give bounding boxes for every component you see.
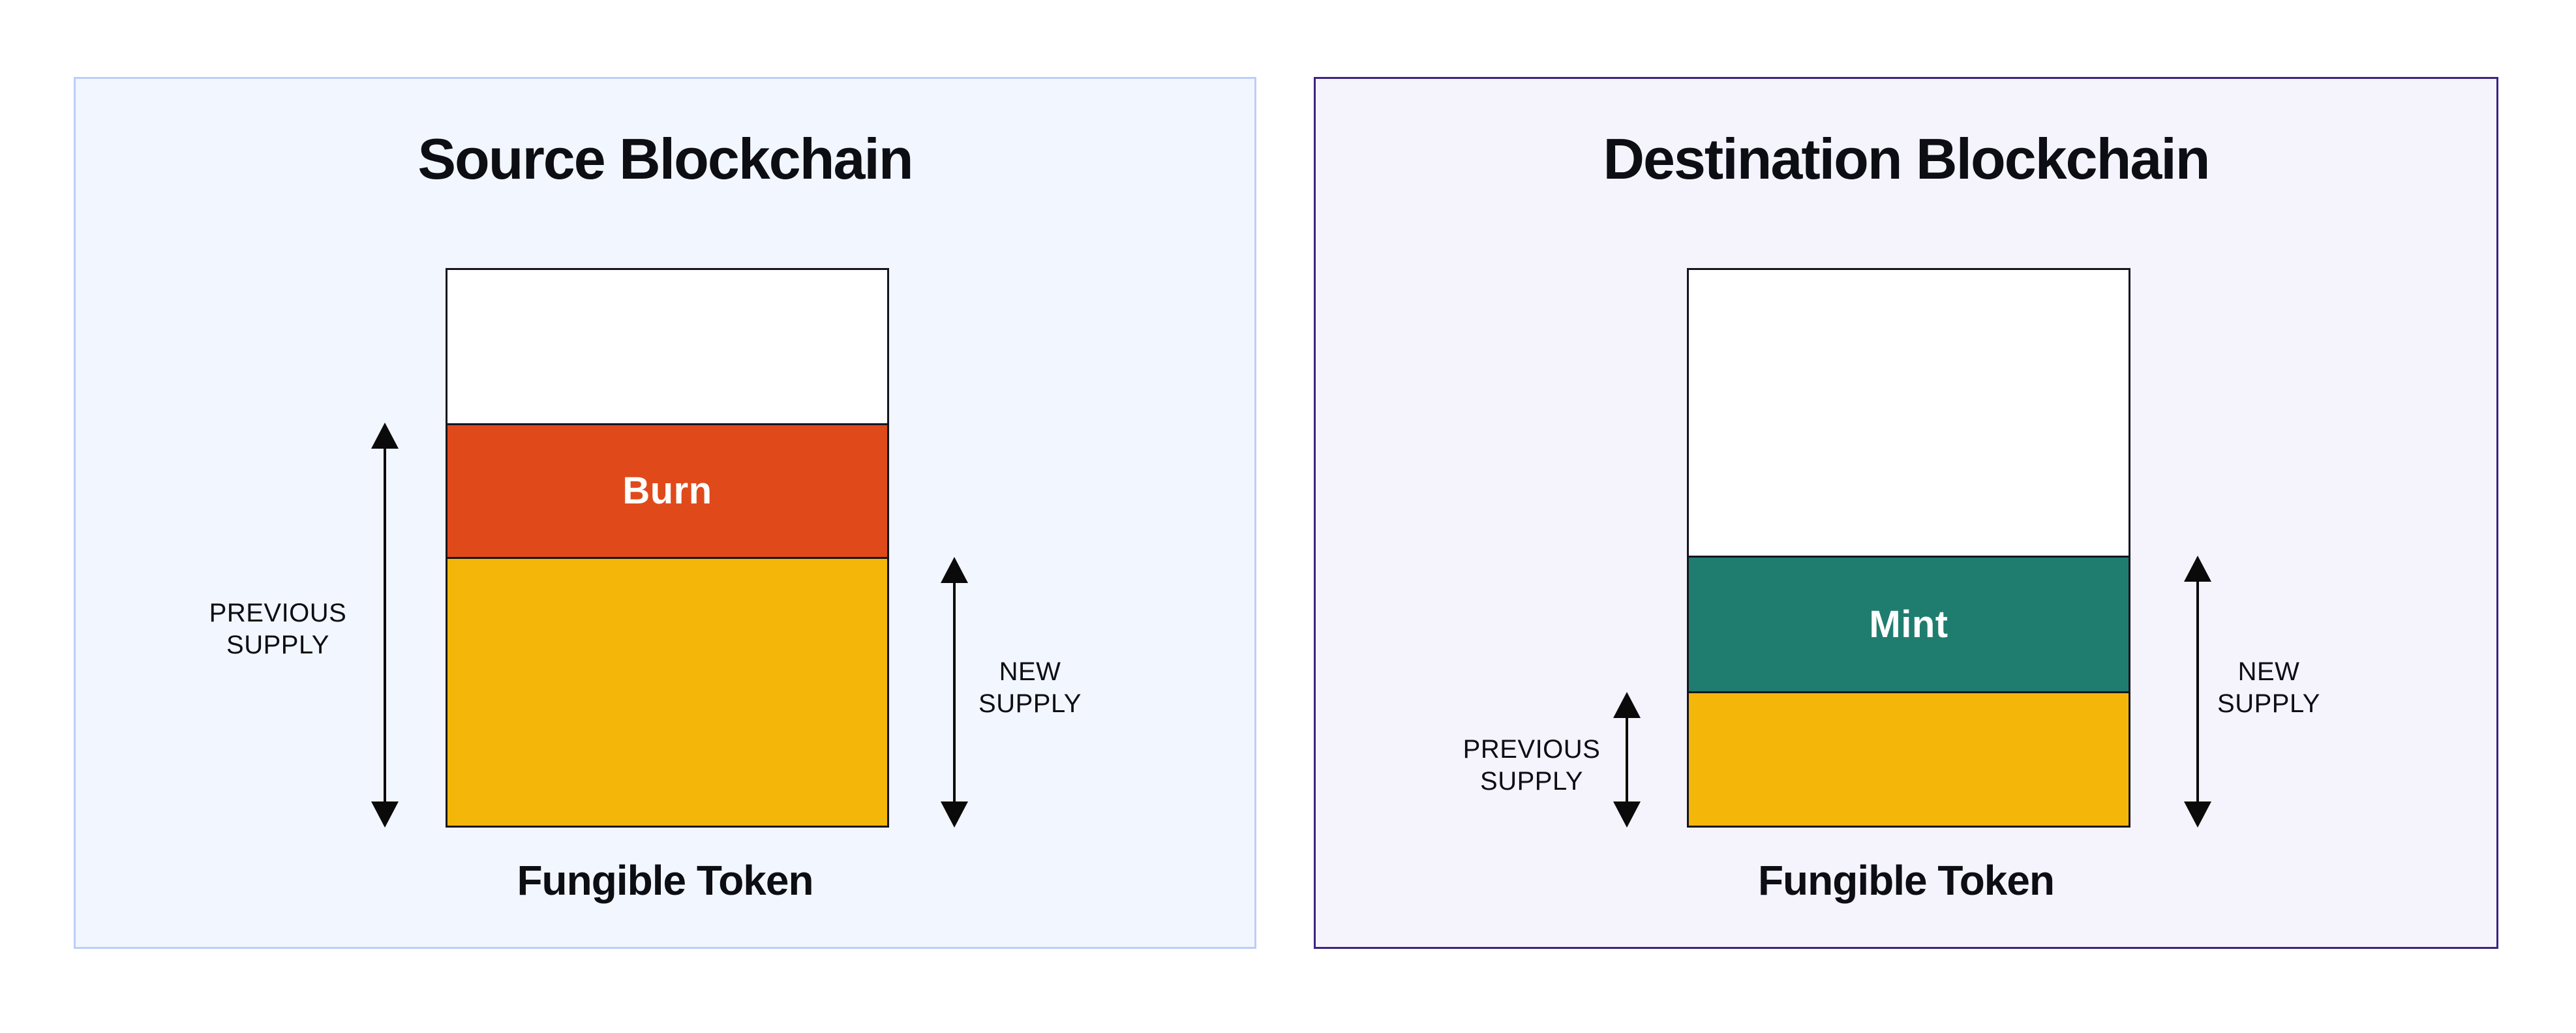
arrow-shaft [384,449,386,801]
destination-previous-supply-segment [1689,691,2129,826]
source-panel-title: Source Blockchain [417,127,913,191]
destination-new-supply-arrow [2183,556,2212,828]
new-supply-label-line2: SUPPLY [2217,689,2320,718]
new-supply-label-line1: NEW [2237,657,2300,686]
new-supply-label-line2: SUPPLY [978,689,1082,718]
destination-unallocated-segment [1689,270,2129,556]
arrow-shaft [1626,718,1628,801]
arrow-down-head-icon [941,801,968,828]
arrow-shaft [953,583,956,801]
arrow-up-head-icon [941,557,968,583]
destination-previous-supply-arrow [1613,692,1641,828]
previous-supply-label-line2: SUPPLY [1480,767,1583,796]
source-remaining-supply-segment [447,556,887,826]
destination-token-supply-bar: Mint [1687,268,2130,828]
destination-new-supply-label: NEW SUPPLY [2171,656,2367,720]
arrow-up-head-icon [2184,556,2211,582]
source-unallocated-segment [447,270,887,424]
source-token-supply-bar: Burn [446,268,889,828]
source-new-supply-label: NEW SUPPLY [932,656,1128,720]
previous-supply-label-line1: PREVIOUS [209,599,347,627]
source-blockchain-panel: Source Blockchain Burn PREVIOUS SUPPLY N… [74,77,1256,949]
destination-blockchain-panel: Destination Blockchain Mint PREVIOUS SUP… [1314,77,2498,949]
previous-supply-label-line1: PREVIOUS [1462,735,1601,764]
arrow-down-head-icon [1613,801,1641,828]
arrow-down-head-icon [2184,801,2211,828]
destination-previous-supply-label: PREVIOUS SUPPLY [1434,734,1629,798]
source-previous-supply-arrow [371,423,399,828]
destination-token-caption: Fungible Token [1757,857,2055,904]
burn-segment-label: Burn [622,470,712,513]
destination-panel-title: Destination Blockchain [1603,127,2210,191]
previous-supply-label-line2: SUPPLY [226,631,329,659]
burn-segment: Burn [447,423,887,557]
arrow-shaft [2196,582,2199,801]
source-token-caption: Fungible Token [517,857,813,904]
mint-segment: Mint [1689,555,2129,691]
arrow-up-head-icon [371,423,399,449]
arrow-up-head-icon [1613,692,1641,718]
source-new-supply-arrow [940,557,969,828]
source-previous-supply-label: PREVIOUS SUPPLY [180,597,376,661]
mint-segment-label: Mint [1869,603,1948,646]
new-supply-label-line1: NEW [999,657,1061,686]
arrow-down-head-icon [371,801,399,828]
